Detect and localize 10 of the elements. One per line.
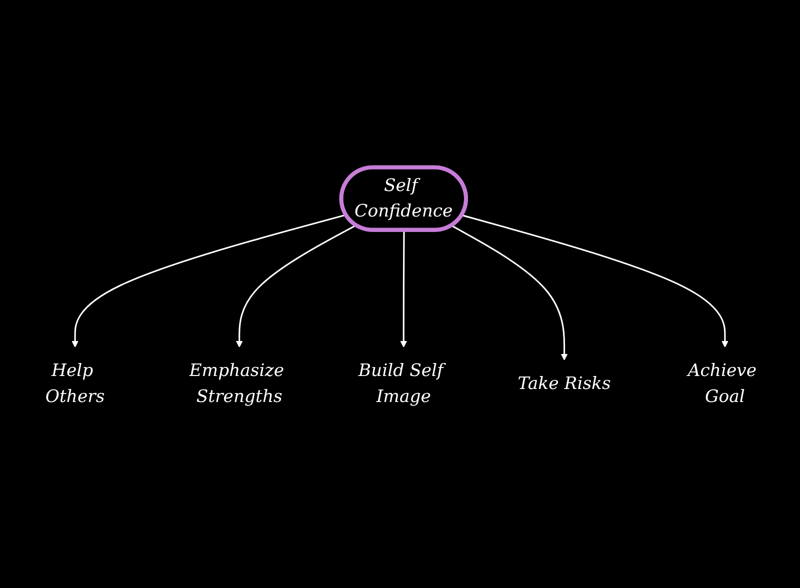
node-text: Take Risks: [518, 374, 611, 394]
arrow: [236, 224, 356, 348]
node-text: Build Self Image: [358, 361, 444, 407]
arrow: [462, 214, 728, 348]
arrow: [451, 224, 568, 360]
arrow: [400, 230, 408, 348]
node-text: Emphasize Strengths: [189, 361, 284, 407]
node-text: Achieve Goal: [688, 361, 757, 407]
node-text: Help Others: [45, 361, 105, 407]
arrow: [72, 214, 346, 348]
